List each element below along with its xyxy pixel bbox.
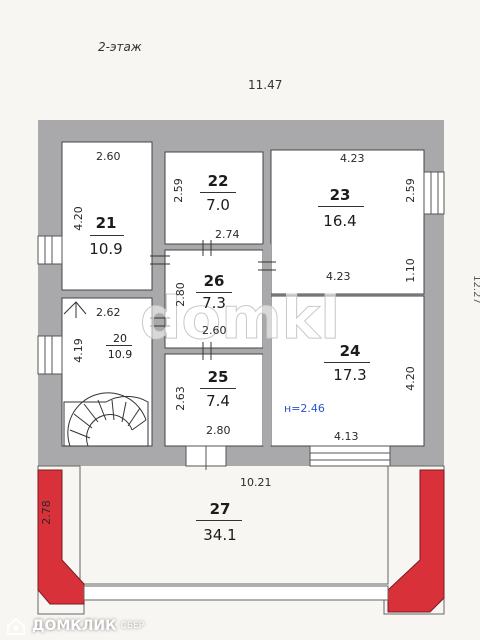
- balcony-door: [185, 445, 227, 470]
- domclick-brand: ДОМКЛИК СБЕР: [6, 616, 144, 636]
- room-27-number: 27: [209, 500, 231, 518]
- ceiling-height-note: н=2.46: [284, 402, 325, 415]
- total-width: 11.47: [248, 78, 283, 92]
- room-20-area: 10.9: [107, 348, 133, 361]
- room-22: [164, 151, 264, 245]
- room-25-dim-bottom: 2.80: [206, 424, 231, 437]
- edge-note: 12.27: [470, 275, 480, 304]
- room-26-area: 7.3: [202, 294, 226, 312]
- floor-label: 2-этаж: [98, 40, 142, 54]
- brand-sub: СБЕР: [120, 621, 145, 631]
- room-22-dim-left: 2.59: [171, 178, 185, 203]
- room-26: [164, 249, 264, 349]
- room-20-number: 20: [113, 332, 127, 345]
- room-25: [164, 353, 264, 447]
- room-23-dim-bottom: 4.23: [326, 270, 351, 283]
- window-right: [423, 171, 445, 215]
- window-bottom: [309, 445, 391, 467]
- house-logo-icon: [7, 617, 25, 635]
- room-26-number: 26: [203, 272, 225, 290]
- room-24-dim-bottom: 4.13: [334, 430, 359, 443]
- room-24-number: 24: [339, 342, 361, 360]
- room-23-area: 16.4: [323, 212, 357, 230]
- door-marks: [150, 240, 276, 360]
- room-27-dim-left: 2.78: [39, 500, 53, 525]
- room-23: [270, 149, 425, 295]
- room-21-dim-top: 2.60: [96, 150, 121, 163]
- room-26-dim-bottom: 2.60: [202, 324, 227, 337]
- room-24-dim-right: 4.20: [403, 366, 417, 391]
- room-20-dim-left: 4.19: [71, 338, 85, 363]
- room-24-area: 17.3: [333, 366, 367, 384]
- room-22-area: 7.0: [206, 196, 230, 214]
- room-25-dim-left: 2.63: [173, 386, 187, 411]
- balcony-railing: [83, 585, 389, 601]
- spiral-staircase: [63, 392, 149, 447]
- room-21: [61, 141, 153, 291]
- room-25-area: 7.4: [206, 392, 230, 410]
- window-left-bottom: [37, 335, 63, 375]
- room-27-dim-top: 10.21: [240, 476, 272, 489]
- room-21-area: 10.9: [89, 240, 123, 258]
- room-27-area: 34.1: [203, 526, 237, 544]
- stair-arrow-icon: [63, 301, 87, 318]
- room-22-dim-bottom: 2.74: [215, 228, 240, 241]
- room-22-number: 22: [207, 172, 229, 190]
- balcony-wall-right: [387, 469, 445, 613]
- room-23-dim-right-lower: 1.10: [403, 258, 417, 283]
- room-23-dim-right: 2.59: [403, 178, 417, 203]
- brand-name: ДОМКЛИК: [32, 618, 117, 634]
- room-20-dim-top: 2.62: [96, 306, 121, 319]
- room-25-number: 25: [207, 368, 229, 386]
- room-21-number: 21: [95, 214, 117, 232]
- domclick-watermark: domkl: [140, 284, 340, 352]
- room-23-dim-top: 4.23: [340, 152, 365, 165]
- window-left-top: [37, 235, 63, 265]
- room-23-number: 23: [329, 186, 351, 204]
